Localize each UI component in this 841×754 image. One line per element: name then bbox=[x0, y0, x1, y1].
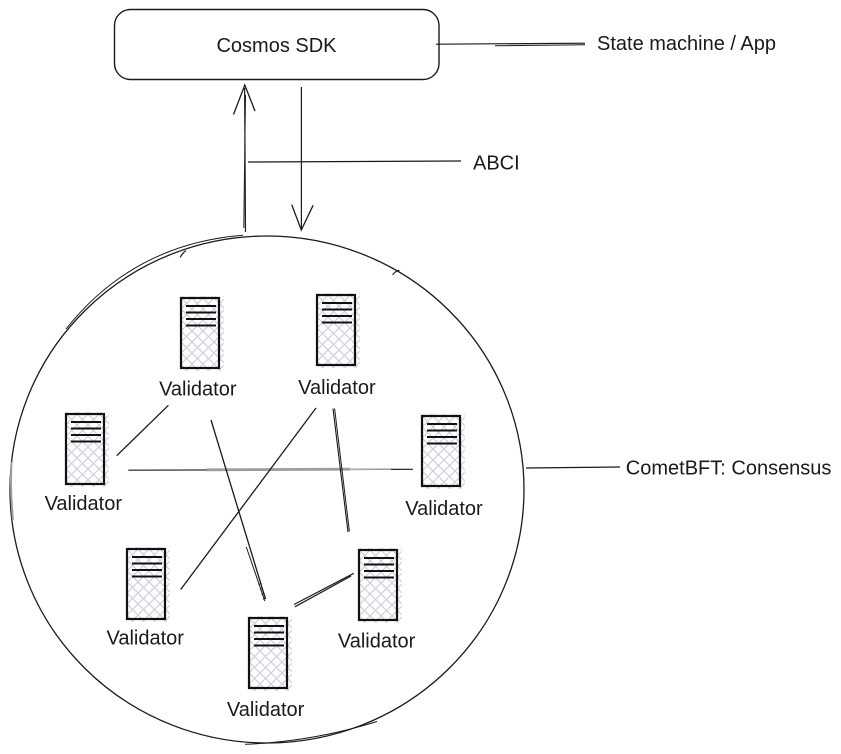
svg-text:ABCI: ABCI bbox=[473, 152, 520, 174]
svg-text:Validator: Validator bbox=[405, 498, 483, 520]
svg-text:CometBFT: Consensus: CometBFT: Consensus bbox=[626, 457, 832, 479]
svg-text:Validator: Validator bbox=[338, 630, 416, 652]
svg-text:Validator: Validator bbox=[227, 699, 305, 721]
svg-text:Validator: Validator bbox=[298, 377, 376, 399]
svg-text:State machine / App: State machine / App bbox=[597, 33, 776, 55]
svg-text:Validator: Validator bbox=[159, 379, 237, 401]
svg-text:Validator: Validator bbox=[106, 628, 184, 650]
svg-text:Cosmos SDK: Cosmos SDK bbox=[216, 35, 337, 57]
svg-text:Validator: Validator bbox=[45, 493, 123, 515]
